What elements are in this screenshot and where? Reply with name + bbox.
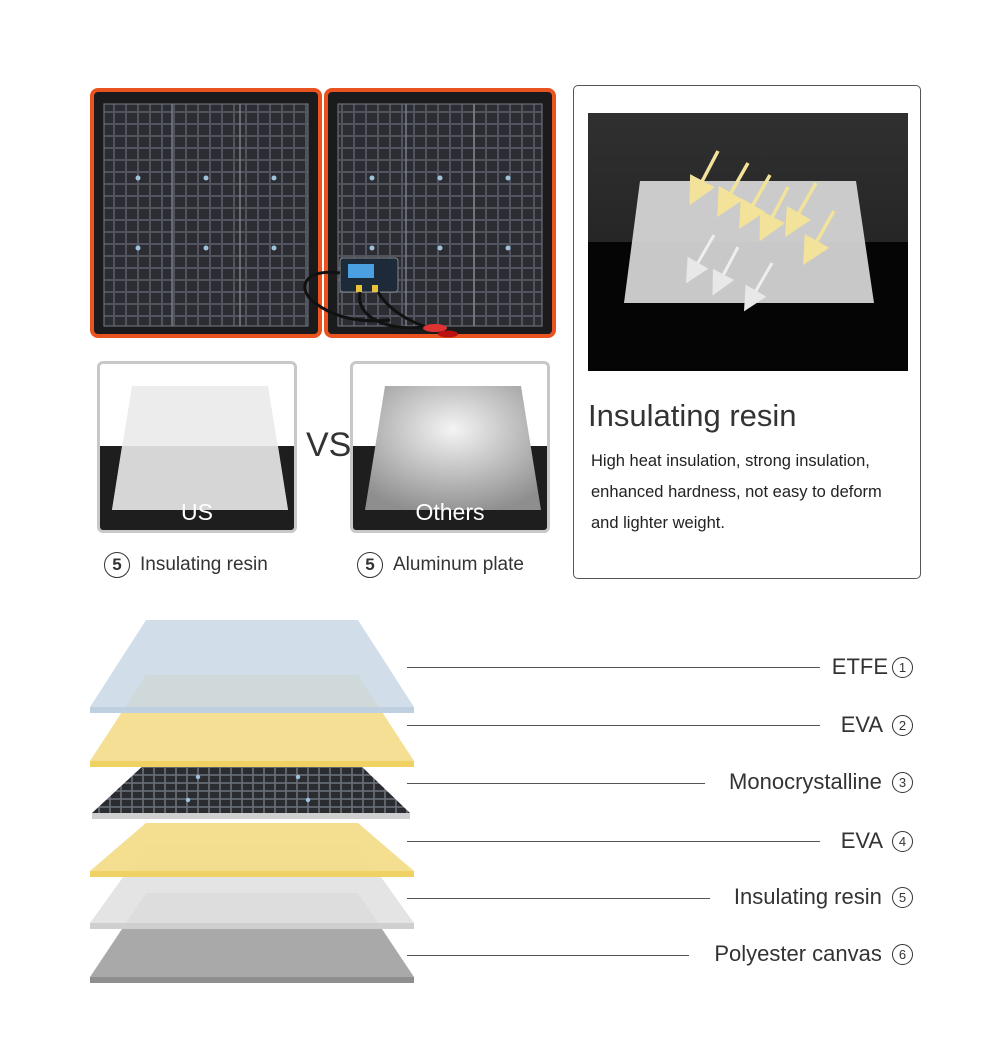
number-badge: 5 (892, 886, 913, 908)
layer-stack-illustration (90, 620, 414, 983)
number-badge: 3 (892, 771, 913, 793)
vs-text: VS (306, 426, 352, 464)
number-badge: 4 (892, 830, 913, 852)
number-badge: 5 (357, 552, 383, 578)
number-badge: 1 (892, 656, 913, 678)
layer-label-polyester-canvas: Polyester canvas 6 (714, 941, 913, 967)
leader-line (407, 667, 820, 668)
us-resin-sample: US (97, 361, 297, 533)
layer-label-eva-top: EVA 2 (841, 712, 913, 738)
number-badge: 6 (892, 943, 913, 965)
leader-line (407, 725, 820, 726)
layer-label-monocrystalline: Monocrystalline 3 (729, 769, 913, 795)
others-aluminum-sample: Others (350, 361, 550, 533)
others-caption: Others (415, 499, 485, 525)
layer-label-insulating-resin: Insulating resin 5 (734, 884, 913, 910)
leader-line (407, 898, 710, 899)
resin-title: Insulating resin (588, 398, 797, 433)
us-caption: US (181, 499, 213, 525)
layer-label-eva-bottom: EVA 4 (841, 828, 913, 854)
leader-line (407, 841, 820, 842)
solar-panel-photo (90, 88, 556, 338)
leader-line (407, 783, 705, 784)
resin-sheet-image (112, 386, 288, 510)
insulating-resin-card (573, 85, 921, 579)
leader-line (407, 955, 689, 956)
resin-description: High heat insulation, strong insulation,… (591, 452, 882, 532)
heat-insulation-illustration (588, 113, 908, 371)
number-badge: 2 (892, 714, 913, 736)
aluminum-plate-image (365, 386, 541, 510)
number-badge: 5 (104, 552, 130, 578)
